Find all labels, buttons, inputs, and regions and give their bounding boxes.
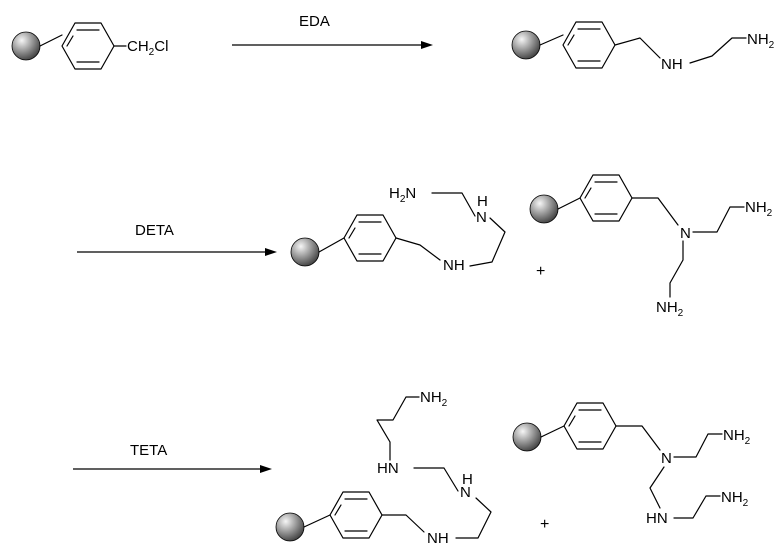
- product-deta-branched: N NH2 NH2: [529, 174, 773, 319]
- resin-bead-icon: [529, 194, 559, 224]
- benzene-ring-icon: [329, 491, 383, 539]
- amine-n-label: N: [476, 209, 487, 226]
- amine-n-label: N: [661, 450, 672, 467]
- benzene-ring-icon: [61, 22, 115, 70]
- chloromethyl-label: CH2Cl: [127, 38, 168, 58]
- reagent-deta: DETA: [135, 222, 174, 239]
- product-teta-branched: N NH2 HN NH2: [512, 402, 751, 527]
- product-deta-linear: NH H N H2N: [290, 185, 506, 274]
- amine-nh2-label: NH2: [420, 389, 448, 409]
- reagent-eda: EDA: [299, 13, 330, 30]
- starting-resin: CH2Cl: [11, 22, 168, 70]
- reaction-arrow-deta: DETA: [77, 222, 277, 256]
- amine-h2n-label: H2N: [389, 185, 416, 205]
- amine-nh2-label: NH2: [747, 31, 775, 51]
- amine-nh2-label: NH2: [656, 299, 684, 319]
- plus-sign: +: [536, 263, 545, 280]
- amine-nh2-label: NH2: [723, 427, 751, 447]
- amine-nh-label: NH: [427, 530, 449, 543]
- amine-n-label: N: [460, 484, 471, 501]
- amine-nh-label: NH: [443, 257, 465, 274]
- resin-bead-icon: [290, 237, 320, 267]
- reaction-arrow-teta: TETA: [73, 442, 272, 473]
- benzene-ring-icon: [343, 214, 397, 262]
- plus-sign: +: [540, 516, 549, 533]
- amine-h-label: H: [477, 193, 488, 210]
- resin-bead-icon: [511, 30, 541, 60]
- product-eda-resin: NH NH2: [511, 21, 775, 73]
- benzene-ring-icon: [563, 402, 617, 450]
- benzene-ring-icon: [579, 174, 633, 222]
- benzene-ring-icon: [562, 21, 616, 69]
- resin-bead-icon: [512, 422, 542, 452]
- resin-bead-icon: [11, 31, 41, 61]
- resin-bead-icon: [275, 512, 305, 542]
- amine-nh2-label: NH2: [721, 489, 749, 509]
- amine-nh2-label: NH2: [745, 199, 773, 219]
- product-teta-linear: NH H N HN NH2: [275, 389, 492, 543]
- reagent-teta: TETA: [130, 442, 167, 459]
- amine-nh-label: NH: [661, 56, 683, 73]
- amine-hn-label: HN: [646, 510, 668, 527]
- reaction-arrow-eda: EDA: [232, 13, 433, 49]
- amine-n-label: N: [680, 225, 691, 242]
- amine-hn-label: HN: [377, 460, 399, 477]
- amine-h-label: H: [462, 471, 473, 488]
